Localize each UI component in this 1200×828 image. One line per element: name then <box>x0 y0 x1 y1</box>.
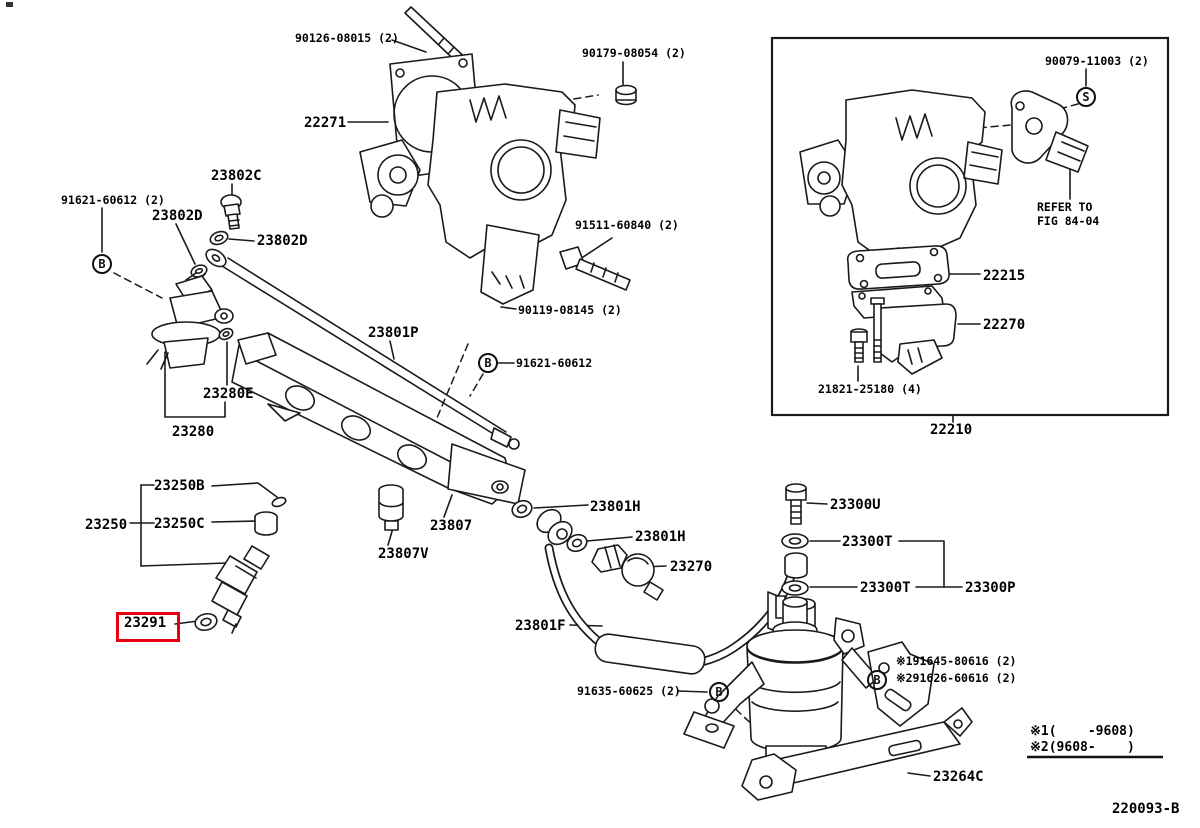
label-23801h-upper: 23801H <box>590 499 641 515</box>
label-23300p: 23300P <box>965 580 1016 596</box>
label-91626-60616: ※291626-60616 (2) <box>896 671 1017 685</box>
oring-23250b <box>271 496 287 508</box>
label-22271: 22271 <box>304 115 347 131</box>
symbol-circle-b-1: B <box>92 254 112 274</box>
label-22210: 22210 <box>930 422 973 438</box>
injector-23250 <box>211 545 270 634</box>
label-23250b: 23250B <box>154 478 205 494</box>
symbol-circle-b-3: B <box>709 682 729 702</box>
fuel-rail-23807 <box>231 332 526 505</box>
bolt-23300u <box>785 483 807 525</box>
nut-90179 <box>615 84 637 106</box>
label-23280: 23280 <box>172 424 215 440</box>
label-23270: 23270 <box>670 559 713 575</box>
label-23250: 23250 <box>85 517 128 533</box>
washer-23801h-lower <box>566 533 588 553</box>
grommet-23250c <box>254 511 278 536</box>
label-91511-60840: 91511-60840 (2) <box>575 218 679 232</box>
banjo-bolt-23270 <box>591 544 664 601</box>
label-23801h-lower: 23801H <box>635 529 686 545</box>
label-23250c: 23250C <box>154 516 205 532</box>
gasket-23300t-upper <box>781 533 809 549</box>
isc-valve-22270 <box>851 285 957 375</box>
label-23807: 23807 <box>430 518 473 534</box>
label-23801p: 23801P <box>368 325 419 341</box>
label-23802d-right: 23802D <box>257 233 308 249</box>
label-23807v: 23807V <box>378 546 429 562</box>
label-91621-60612-right: 91621-60612 <box>516 356 593 370</box>
label-23280e: 23280E <box>203 386 254 402</box>
label-90119-08145: 90119-08145 (2) <box>518 303 622 317</box>
label-23300u: 23300U <box>830 497 881 513</box>
washer-23802d-upper <box>209 230 229 246</box>
label-note-range-1: ※1( -9608) <box>1030 724 1135 739</box>
label-23802d-left: 23802D <box>152 208 203 224</box>
label-figure-code: 220093-B <box>1112 801 1180 817</box>
label-23801f: 23801F <box>515 618 566 634</box>
label-91635-60625: 91635-60625 (2) <box>577 684 681 698</box>
union-nut-23300 <box>784 552 808 579</box>
label-23802c: 23802C <box>211 168 262 184</box>
throttle-body <box>359 83 601 305</box>
hose-sleeve-fitting <box>536 508 573 546</box>
label-90179-08054: 90179-08054 (2) <box>582 46 686 60</box>
gasket-22215 <box>846 245 950 290</box>
label-21821-25180: 21821-25180 (4) <box>818 382 922 396</box>
washer-23280e <box>218 327 234 341</box>
gasket-23300t-lower <box>781 580 809 596</box>
label-note-range-2: ※2(9608- ) <box>1030 740 1135 755</box>
label-91645-80616: ※191645-80616 (2) <box>896 654 1017 668</box>
highlight-box-23291 <box>116 612 180 642</box>
damper-23807v <box>378 484 404 531</box>
label-23300t-lower: 23300T <box>860 580 911 596</box>
tps-sensor <box>1010 90 1089 173</box>
scan-artifact <box>6 2 13 7</box>
subassembly-box-22210 <box>770 36 1170 417</box>
label-22215: 22215 <box>983 268 1026 284</box>
fuel-pipe-23801p <box>205 248 520 450</box>
label-23264c: 23264C <box>933 769 984 785</box>
bolt-91511 <box>559 246 631 291</box>
label-22270: 22270 <box>983 317 1026 333</box>
fuel-filter-assembly-23300p <box>683 591 879 779</box>
label-90126-08015: 90126-08015 (2) <box>295 31 399 45</box>
symbol-circle-b-4: B <box>867 670 887 690</box>
label-fig-84-04: FIG 84-04 <box>1037 214 1100 228</box>
label-90079-11003: 90079-11003 (2) <box>1045 54 1149 68</box>
label-91621-60612-left: 91621-60612 (2) <box>61 193 165 207</box>
bolt-21821 <box>850 297 885 363</box>
label-refer-to: REFER TO <box>1037 200 1093 214</box>
seal-23291-part <box>194 612 218 632</box>
washer-23801h-upper <box>511 499 533 519</box>
symbol-circle-s-1: S <box>1076 87 1096 107</box>
bolt-23802c <box>220 194 242 230</box>
label-23291-highlighted[interactable]: 23291 <box>124 615 167 631</box>
bracket-23264c <box>741 641 973 801</box>
symbol-circle-b-2: B <box>478 353 498 373</box>
label-23300t-upper: 23300T <box>842 534 893 550</box>
pressure-regulator-23280 <box>146 272 234 370</box>
